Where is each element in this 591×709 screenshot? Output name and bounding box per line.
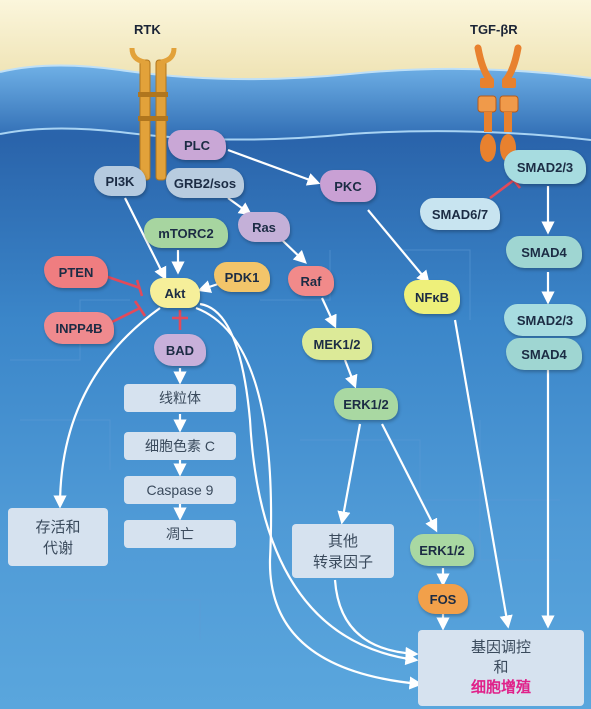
node-pkc: PKC [320, 170, 376, 202]
arrow-ras-raf [281, 239, 307, 264]
node-smad67: SMAD6/7 [420, 198, 500, 230]
inhibit-inpp4b-akt [111, 306, 141, 324]
node-pdk1: PDK1 [214, 262, 270, 292]
box-gene-regulation: 基因调控 和 细胞增殖 [418, 630, 584, 706]
node-plc: PLC [168, 130, 226, 160]
box-caspase9: Caspase 9 [124, 476, 236, 504]
circuit-pattern [10, 249, 560, 640]
arrow-akt-gene-outer [195, 306, 423, 690]
survival-line-1: 存活和 [35, 519, 81, 536]
arrow-pdk1-akt [197, 280, 219, 293]
rtk-receptor [129, 47, 177, 181]
gene-line-3: 细胞增殖 [470, 679, 531, 696]
survival-line-2: 代谢 [42, 540, 73, 557]
arrow-grb2-ras [227, 197, 253, 216]
rtk-label: RTK [134, 22, 161, 37]
arrow-pkc-nfkb [367, 209, 430, 285]
arrow-erk-other [337, 423, 362, 525]
node-pi3k: PI3K [94, 166, 146, 196]
node-inpp4b: INPP4B [44, 312, 114, 344]
other-line-1: 其他 [327, 533, 358, 550]
node-smad23: SMAD2/3 [504, 150, 586, 184]
arrow-mek-erk [343, 359, 358, 389]
inhibit-pten-akt-bar [135, 279, 144, 297]
extracellular-space [0, 0, 591, 80]
node-fos: FOS [418, 584, 468, 614]
node-mtorc2: mTORC2 [144, 218, 228, 248]
node-erk-nuclear: ERK1/2 [410, 534, 474, 566]
inhibit-pten-akt [104, 274, 141, 290]
box-mitochondria: 线粒体 [124, 384, 236, 412]
node-ras: Ras [238, 212, 290, 242]
node-smad4: SMAD4 [506, 236, 582, 268]
box-apoptosis: 凋亡 [124, 520, 236, 548]
box-other-transcription-factors: 其他 转录因子 [292, 524, 394, 578]
arrow-akt-gene-inner [199, 302, 419, 666]
arrow-plc-pkc [227, 148, 321, 186]
inhibit-smad67-smad23 [489, 178, 515, 200]
box-cytochrome-c: 细胞色素 C [124, 432, 236, 460]
node-smad4-complex: SMAD4 [506, 338, 582, 370]
node-grb2-sos: GRB2/sos [166, 168, 244, 198]
node-mek: MEK1/2 [302, 328, 372, 360]
arrow-nfkb-gene [453, 319, 513, 629]
gene-line-1: 基因调控 [470, 639, 531, 656]
node-smad23-complex: SMAD2/3 [504, 304, 586, 336]
arrow-other-gene [333, 579, 419, 661]
node-erk: ERK1/2 [334, 388, 398, 420]
membrane-inner-edge [0, 127, 591, 141]
node-akt: Akt [150, 278, 200, 308]
tgfbr-receptor [474, 44, 522, 162]
node-nfkb: NFκB [404, 280, 460, 314]
node-pten: PTEN [44, 256, 108, 288]
node-bad: BAD [154, 334, 206, 366]
inhibit-inpp4b-akt-bar [133, 300, 147, 317]
tgfbr-label: TGF-βR [470, 22, 518, 37]
gene-line-2: 和 [493, 659, 509, 676]
node-raf: Raf [288, 266, 334, 296]
arrow-erk-erk2 [381, 423, 438, 533]
other-line-2: 转录因子 [312, 554, 373, 571]
arrow-akt-survival [53, 307, 161, 509]
arrow-raf-mek [321, 297, 337, 329]
box-survival-metabolism: 存活和 代谢 [8, 508, 108, 566]
